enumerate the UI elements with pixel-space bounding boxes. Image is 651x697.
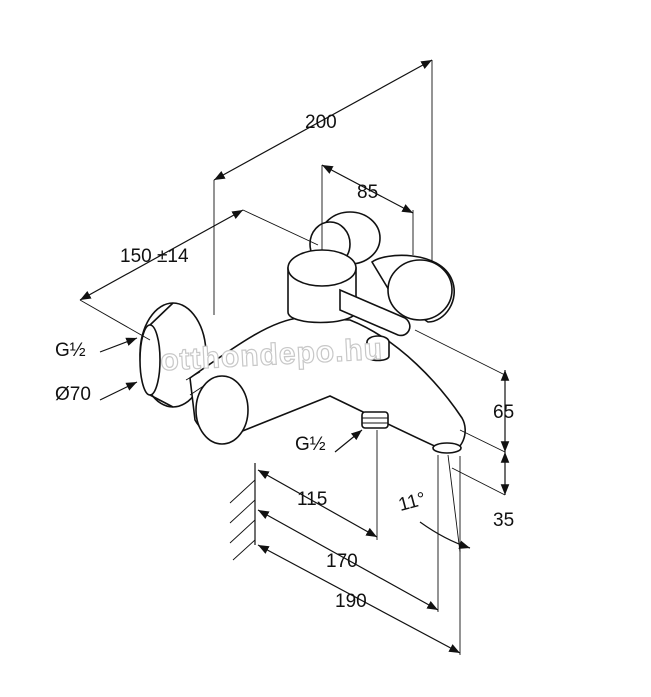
label-rosette-diameter: Ø70 bbox=[55, 384, 91, 405]
dim-spout-length: 170 bbox=[326, 551, 358, 572]
label-outlet-thread: G½ bbox=[295, 434, 326, 455]
faucet-body-drawing bbox=[139, 211, 466, 454]
dim-total-depth: 190 bbox=[335, 591, 367, 612]
dim-height-lower: 35 bbox=[493, 510, 514, 531]
dim-handle-spacing: 85 bbox=[357, 182, 378, 203]
dim-width-total: 200 bbox=[305, 112, 337, 133]
label-spout-angle: 11° bbox=[396, 489, 428, 516]
dimension-lines bbox=[79, 59, 510, 655]
dim-outlet-offset: 115 bbox=[297, 489, 327, 510]
dim-center-distance: 150 ±14 bbox=[120, 246, 189, 267]
label-inlet-thread: G½ bbox=[55, 340, 86, 361]
dim-height-upper: 65 bbox=[493, 402, 514, 423]
